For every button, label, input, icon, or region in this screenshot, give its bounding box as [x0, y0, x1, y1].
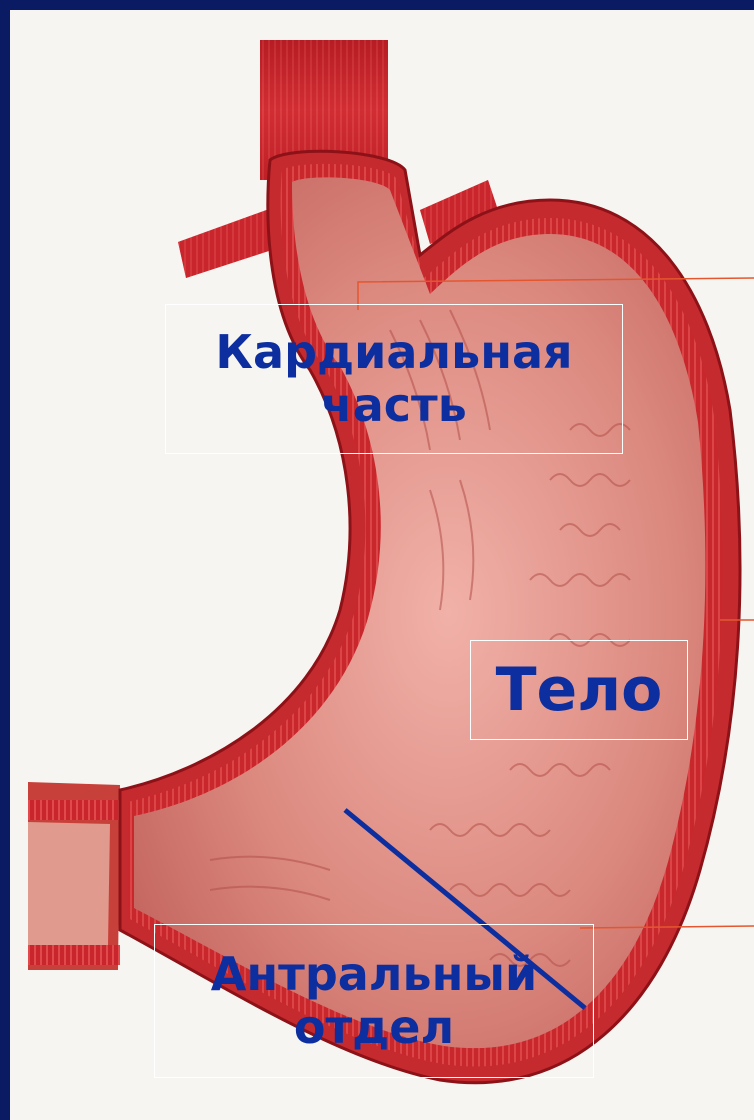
cardiac-label-box: Кардиальная часть	[165, 304, 623, 454]
antral-label-box: Антральный отдел	[154, 924, 594, 1078]
vessel-left	[178, 208, 278, 278]
diagram-canvas: Кардиальная часть Тело Антральный отдел	[10, 10, 754, 1120]
antral-label: Антральный отдел	[211, 948, 537, 1054]
duodenum	[28, 782, 125, 970]
cardiac-label: Кардиальная часть	[215, 326, 572, 432]
body-label: Тело	[496, 656, 663, 725]
body-label-box: Тело	[470, 640, 688, 740]
